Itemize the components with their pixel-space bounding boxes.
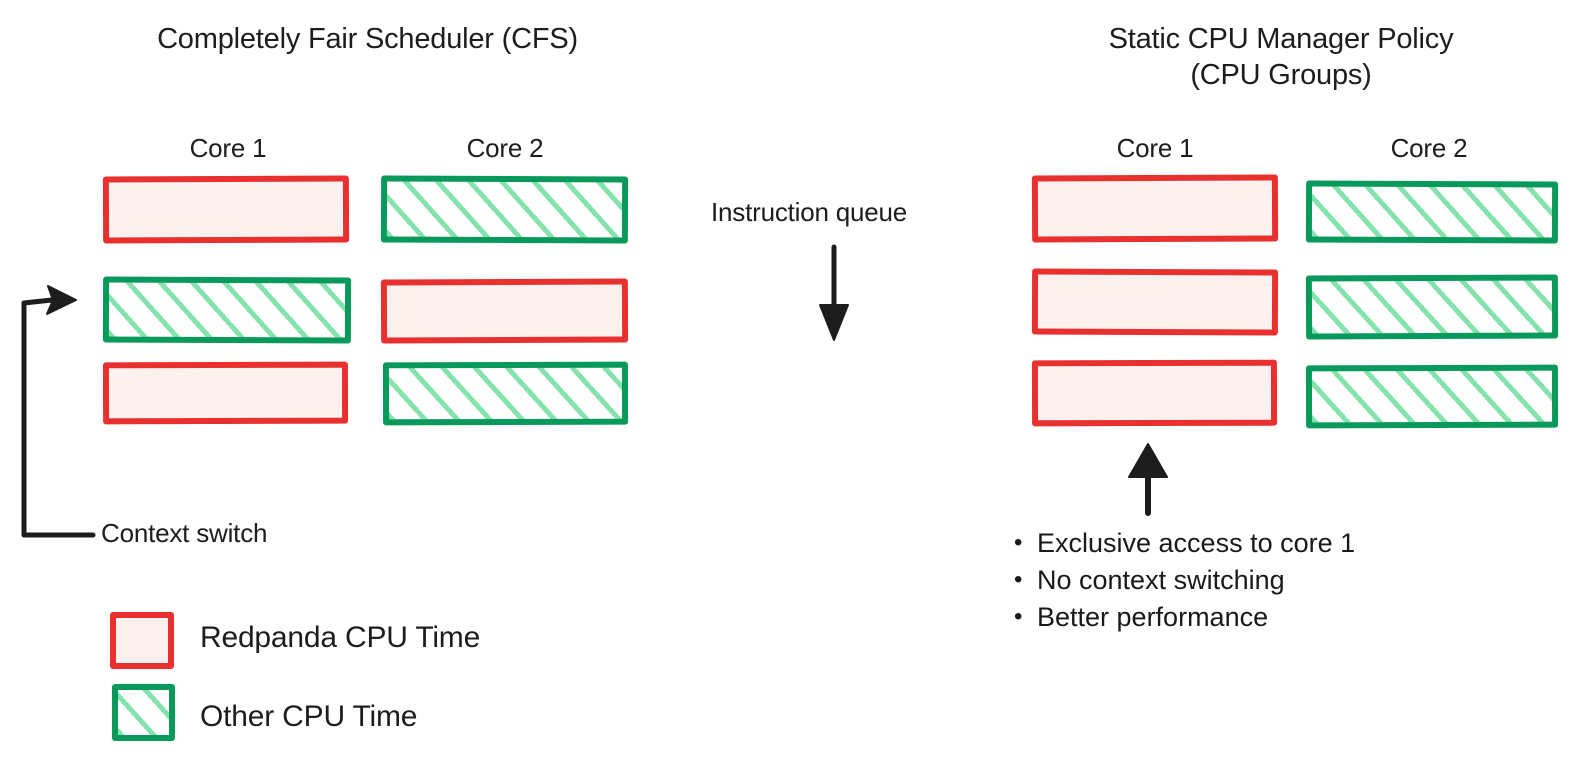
legend-label-other: Other CPU Time [200, 700, 418, 733]
benefits-list: Exclusive access to core 1 No context sw… [1007, 524, 1355, 636]
left-core-2-label: Core 2 [466, 133, 544, 163]
legend-swatch-redpanda [110, 612, 174, 669]
right-core-2-label: Core 2 [1390, 133, 1468, 163]
left-core2-slot-2-redpanda[interactable] [380, 278, 629, 344]
right-core1-slot-3-redpanda[interactable] [1031, 359, 1278, 427]
context-switch-arrow-icon [21, 285, 96, 538]
instruction-queue-arrow-icon [819, 244, 849, 341]
left-core1-slot-3-redpanda[interactable] [102, 361, 349, 425]
legend-swatch-other [112, 684, 175, 741]
left-core-1-label: Core 1 [189, 133, 267, 163]
right-core2-slot-1-other[interactable] [1305, 180, 1559, 244]
legend-label-redpanda: Redpanda CPU Time [200, 621, 481, 654]
right-core-1-label: Core 1 [1116, 133, 1194, 163]
right-core2-slot-3-other[interactable] [1305, 364, 1559, 429]
context-switch-label: Context switch [101, 518, 268, 548]
right-panel-title-line-1: Static CPU Manager Policy [1108, 23, 1454, 55]
left-core2-slot-3-other[interactable] [382, 361, 629, 426]
list-item-better-performance: Better performance [1007, 598, 1355, 636]
instruction-queue-label: Instruction queue [711, 197, 908, 227]
right-core2-slot-2-other[interactable] [1305, 274, 1559, 340]
left-panel-title: Completely Fair Scheduler (CFS) [157, 23, 578, 55]
list-item-exclusive-access: Exclusive access to core 1 [1007, 524, 1355, 562]
right-panel-title-line-2: (CPU Groups) [1190, 59, 1372, 91]
right-core1-slot-1-redpanda[interactable] [1031, 174, 1279, 243]
list-item-no-context-switching: No context switching [1007, 561, 1355, 599]
right-core1-slot-2-redpanda[interactable] [1031, 268, 1279, 336]
left-core2-slot-1-other[interactable] [380, 175, 629, 244]
left-core1-slot-1-redpanda[interactable] [102, 175, 350, 244]
exclusive-access-arrow-icon [1128, 443, 1168, 516]
left-core1-slot-2-other[interactable] [102, 276, 352, 344]
